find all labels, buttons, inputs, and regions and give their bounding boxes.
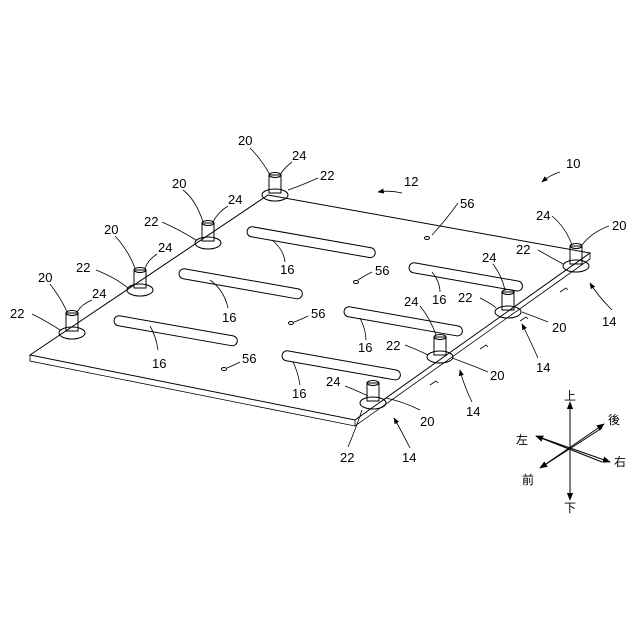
label-hole-3: 56: [311, 306, 325, 321]
stud-3: [127, 268, 153, 297]
label-hole-4: 56: [242, 351, 256, 366]
label-nut-4: 24: [92, 286, 106, 301]
label-nut-8: 24: [326, 374, 340, 389]
label-nut-6: 24: [482, 250, 496, 265]
label-slot-5: 16: [358, 340, 372, 355]
label-nut-3: 24: [158, 240, 172, 255]
label-slot-1: 16: [280, 262, 294, 277]
label-edge-3: 14: [466, 404, 480, 419]
label-base-3: 22: [76, 260, 90, 275]
compass-right: 右: [614, 454, 626, 469]
label-edge-2: 14: [536, 360, 550, 375]
direction-compass: 上 下 左 右 前 後: [516, 389, 626, 515]
label-base-1: 22: [320, 168, 334, 183]
label-stud-4: 20: [38, 270, 52, 285]
label-nut-5: 24: [536, 208, 550, 223]
label-stud-7: 20: [490, 368, 504, 383]
slot-4: [408, 262, 523, 292]
label-stud-8: 20: [420, 414, 434, 429]
label-slot-3: 16: [152, 356, 166, 371]
compass-down: 下: [564, 501, 576, 515]
label-hole-1: 56: [460, 196, 474, 211]
stud-5: [563, 244, 589, 273]
label-base-6: 22: [458, 290, 472, 305]
label-base-7: 22: [386, 338, 400, 353]
label-slot-4: 16: [432, 292, 446, 307]
leader-lines: [32, 148, 612, 448]
label-base-8: 22: [340, 450, 354, 465]
slot-3: [113, 315, 238, 347]
label-hole-2: 56: [375, 263, 389, 278]
stud-4: [59, 311, 85, 340]
label-slot-6: 16: [292, 386, 306, 401]
label-edge-4: 14: [402, 450, 416, 465]
slot-6: [281, 350, 401, 381]
label-nut-1: 24: [292, 148, 306, 163]
label-base-4: 22: [10, 306, 24, 321]
label-base-2: 22: [144, 214, 158, 229]
slot-1: [246, 226, 376, 258]
label-plate: 12: [404, 174, 418, 189]
label-nut-7: 24: [404, 294, 418, 309]
label-assembly: 10: [566, 156, 580, 171]
label-stud-3: 20: [104, 222, 118, 237]
stud-6: [495, 290, 521, 319]
label-base-5: 22: [516, 242, 530, 257]
label-stud-6: 20: [552, 320, 566, 335]
compass-up: 上: [564, 389, 576, 403]
label-stud-1: 20: [238, 133, 252, 148]
compass-back: 後: [608, 413, 620, 427]
label-slot-2: 16: [222, 310, 236, 325]
compass-left: 左: [516, 432, 528, 447]
label-stud-2: 20: [172, 176, 186, 191]
compass-front: 前: [522, 472, 534, 487]
label-stud-5: 20: [612, 218, 626, 233]
label-edge-1: 14: [602, 314, 616, 329]
stud-8: [360, 381, 386, 410]
studs: [59, 173, 589, 410]
label-nut-2: 24: [228, 192, 242, 207]
